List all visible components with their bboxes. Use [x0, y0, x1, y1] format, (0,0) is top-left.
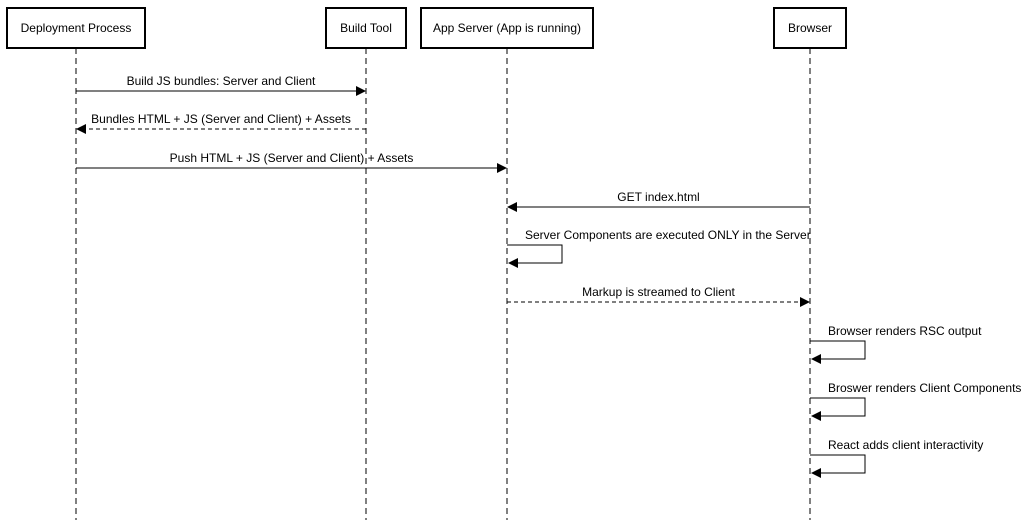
arrowhead	[811, 354, 821, 364]
message-label: GET index.html	[617, 190, 699, 204]
actor-box	[420, 7, 594, 49]
arrowhead	[497, 163, 507, 173]
message-4: GET index.html	[507, 190, 810, 212]
lifelines	[75, 48, 811, 520]
messages: Build JS bundles: Server and ClientBundl…	[76, 74, 1021, 478]
arrowhead	[507, 202, 517, 212]
actor-label: Build Tool	[340, 21, 392, 35]
message-label: Build JS bundles: Server and Client	[127, 74, 316, 88]
actor-box	[325, 7, 407, 49]
actor-label: App Server (App is running)	[433, 21, 581, 35]
arrowhead	[811, 468, 821, 478]
actor-browser: Browser	[773, 7, 847, 49]
message-label: Push HTML + JS (Server and Client) + Ass…	[170, 151, 414, 165]
arrowhead	[76, 124, 86, 134]
self-message-line	[810, 340, 866, 360]
message-label: Broswer renders Client Components	[828, 381, 1021, 395]
self-message-line	[810, 397, 866, 417]
arrowhead	[356, 86, 366, 96]
message-label: Markup is streamed to Client	[582, 285, 735, 299]
actor-label: Deployment Process	[21, 21, 132, 35]
self-message-line	[507, 244, 563, 264]
arrowhead	[800, 297, 810, 307]
message-6: Markup is streamed to Client	[507, 285, 810, 307]
arrowhead	[508, 258, 518, 268]
actor-deploy: Deployment Process	[6, 7, 146, 49]
message-2: Bundles HTML + JS (Server and Client) + …	[76, 112, 366, 134]
actors: Deployment Process Build Tool App Server (…	[6, 7, 847, 49]
actor-box	[773, 7, 847, 49]
actor-box	[6, 7, 146, 49]
message-label: Browser renders RSC output	[828, 324, 982, 338]
actor-build: Build Tool	[325, 7, 407, 49]
arrowhead	[811, 411, 821, 421]
message-8: Broswer renders Client Components	[810, 381, 1021, 421]
actor-label: Browser	[788, 21, 832, 35]
message-1: Build JS bundles: Server and Client	[76, 74, 366, 96]
message-label: Server Components are executed ONLY in t…	[525, 228, 811, 242]
message-9: React adds client interactivity	[810, 438, 983, 478]
self-message-line	[810, 454, 866, 474]
message-5: Server Components are executed ONLY in t…	[507, 228, 811, 268]
message-7: Browser renders RSC output	[810, 324, 982, 364]
message-label: Bundles HTML + JS (Server and Client) + …	[91, 112, 351, 126]
actor-app: App Server (App is running)	[420, 7, 594, 49]
message-3: Push HTML + JS (Server and Client) + Ass…	[76, 151, 507, 173]
message-label: React adds client interactivity	[828, 438, 983, 452]
